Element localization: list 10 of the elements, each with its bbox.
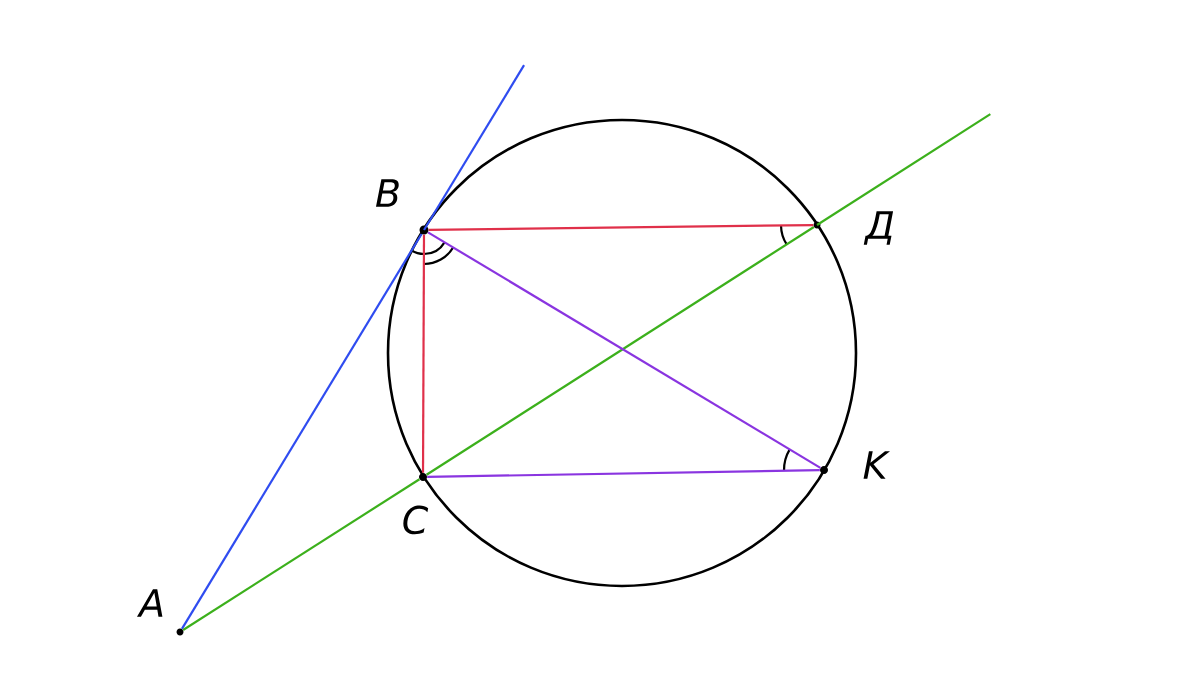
- point-label: K: [863, 451, 890, 479]
- line: [181, 233, 423, 630]
- line: [428, 223, 814, 232]
- point-label: C: [403, 505, 429, 535]
- point-label: Д: [863, 211, 894, 245]
- line: [427, 468, 820, 478]
- line: [421, 234, 426, 473]
- point-label: B: [376, 179, 399, 207]
- line: [182, 478, 421, 631]
- point-label: A: [137, 589, 163, 617]
